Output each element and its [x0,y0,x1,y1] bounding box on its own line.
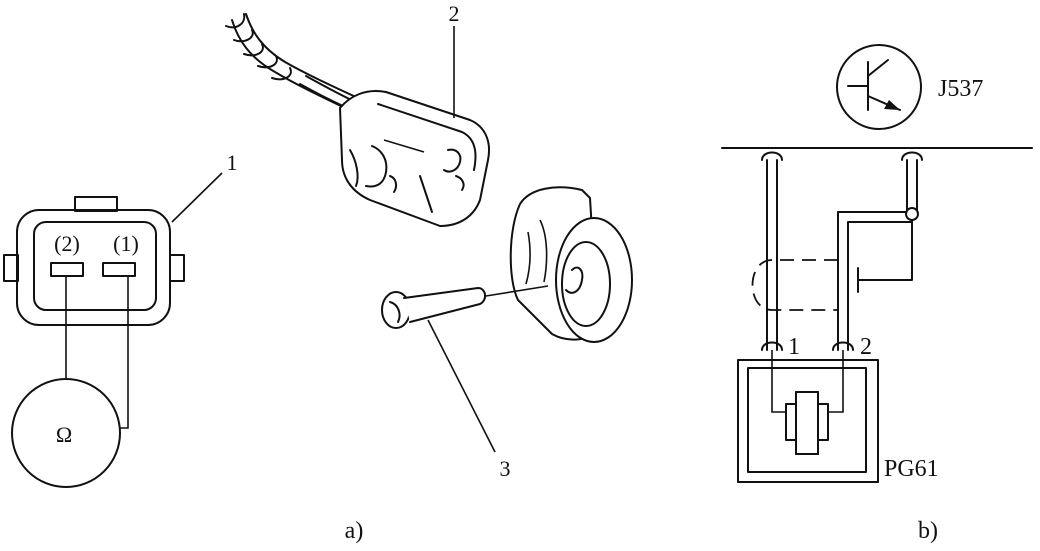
connector-pin-1 [102,262,136,277]
sensor-box-inner [747,367,867,473]
connector-pin-right-label: (1) [113,231,139,256]
connector-pin-2 [50,262,84,277]
plug-housing [339,90,490,227]
connector-left-tab [3,254,19,282]
pin-1-label: 1 [788,334,800,360]
bolt-shank [403,287,486,323]
cable-plug-illustration: 2 [225,1,490,227]
caption-a: a) [345,518,364,544]
connector-top-tab [74,196,118,212]
meter-lead-right [120,276,129,429]
control-unit-label: J537 [938,76,983,102]
connector-inner-body [33,221,157,311]
connector-with-ohmmeter: (2) (1) Ω 1 [3,150,238,488]
callout-1-label: 1 [227,150,238,175]
callout-3-leader [427,319,496,453]
connector-pin-left-label: (2) [54,231,80,256]
shield-junction [905,207,919,221]
knock-sensor-illustration: 3 [381,186,633,481]
connector-right-tab [169,254,185,282]
shield-ground-wire [857,219,913,281]
cable-shield [751,259,838,311]
caption-b: b) [918,518,938,544]
sensor-label: PG61 [884,456,939,482]
callout-1-leader [171,172,223,223]
ohmmeter-symbol: Ω [56,422,72,447]
transistor-symbol [836,44,922,130]
circuit-schematic: J537 1 2 PG61 [721,44,1033,483]
callout-3-label: 3 [500,456,511,481]
sensor-disc [555,217,633,343]
connector-outer-body [16,209,171,326]
sensor-box-outer [737,359,879,483]
pin-2-label: 2 [860,334,872,360]
callout-2-label: 2 [449,1,460,26]
ohmmeter-circle [11,378,121,488]
